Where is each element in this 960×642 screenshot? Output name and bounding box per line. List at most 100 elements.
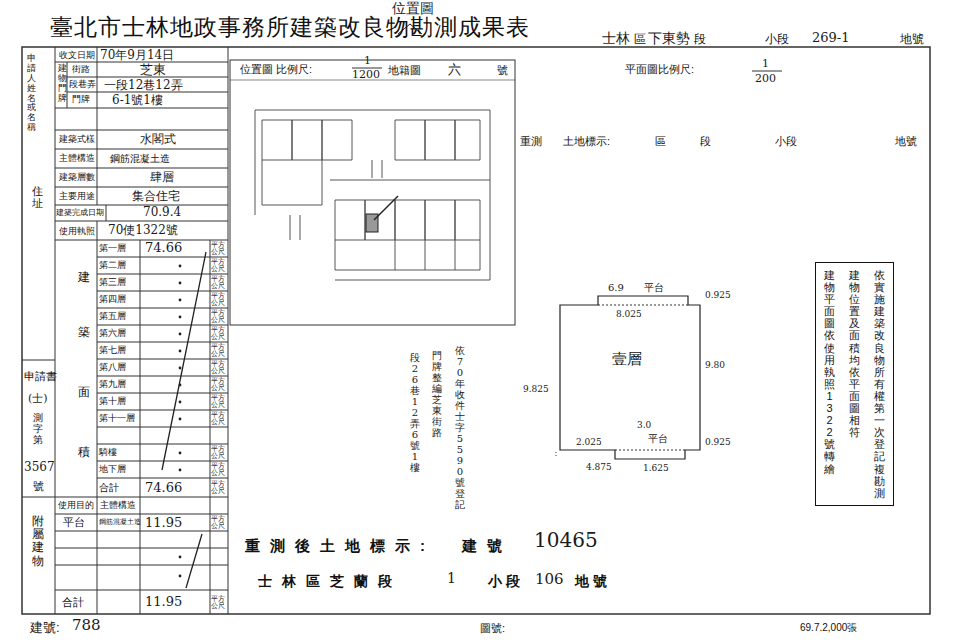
form-label: 段	[700, 135, 711, 148]
handwritten-entry: 3567	[24, 460, 55, 474]
unit-label: 平方公尺	[211, 480, 227, 495]
handwritten-entry: 74.66	[145, 240, 182, 256]
form-label: 積	[78, 445, 90, 459]
form-label: 騎樓	[99, 447, 117, 458]
resurvey-label: 士林區芝蘭段	[258, 573, 402, 590]
form-label: 平面圖比例尺:	[625, 63, 694, 76]
unit-label: 平方公尺	[211, 394, 227, 409]
form-label: 第七層	[99, 345, 126, 356]
resurvey-label: 地號	[575, 573, 611, 590]
form-label: 鋼筋混凝土造	[110, 153, 170, 165]
handwritten-entry: 1	[762, 57, 769, 70]
form-label: 主要用途	[59, 191, 95, 202]
form-label: 合計	[62, 596, 84, 609]
handwritten-entry: 70.9.4	[143, 205, 181, 219]
form-label: 重測	[520, 135, 542, 148]
form-label: 地籍圖	[388, 64, 421, 77]
form-label: 建築完成日期	[56, 208, 104, 218]
unit-label: 平方公尺	[211, 343, 227, 358]
vertical-label: 住址	[32, 185, 43, 209]
form-label: 號	[497, 64, 508, 77]
form-label: 申請書	[24, 370, 57, 383]
handwritten-entry: 一段12巷12弄	[104, 78, 183, 92]
form-label: 築	[78, 325, 90, 339]
form-label: 合計	[99, 482, 119, 494]
dimension-label: 1.625	[642, 463, 670, 474]
note-column: 建物平面圖依使用執照1322號轉繪	[824, 269, 835, 499]
form-label: 街路	[72, 64, 90, 75]
form-label: 位置圖	[240, 63, 273, 76]
form-label: 建	[78, 270, 90, 284]
form-label: 號	[33, 480, 44, 493]
resurvey-label: 小段	[488, 573, 524, 590]
form-label: 建築層數	[59, 172, 95, 183]
handwritten-entry: 六	[448, 62, 461, 78]
handwritten-entry: 1	[447, 570, 456, 587]
dimension-label: 8.025	[615, 309, 643, 320]
handwritten-entry: 70年9月14日	[100, 48, 174, 62]
dimension-label: 4.875	[585, 462, 613, 473]
unit-label: 平方公尺	[211, 377, 227, 392]
handwritten-entry: 269-1	[812, 30, 849, 46]
handwritten-entry: 10465	[534, 528, 598, 552]
unit-label: 平方公尺	[211, 275, 227, 290]
unit-label: 平方公尺	[211, 241, 227, 256]
handwritten-entry: 1	[364, 54, 371, 67]
handwritten-entry: 200	[755, 72, 776, 85]
form-label: 小段	[775, 135, 797, 148]
form-label: 第三層	[99, 277, 126, 288]
unit-label: 平方公尺	[211, 515, 227, 530]
dimension-label: 2.025	[575, 437, 603, 448]
form-label: 第六層	[99, 328, 126, 339]
form-label: 比例尺:	[276, 63, 312, 76]
unit-label: 平方公尺	[211, 258, 227, 273]
unit-label: 平方公尺	[211, 595, 227, 610]
vertical-label: 依70年收件士字5590號登記	[455, 345, 465, 510]
unit-label: 平方公尺	[211, 462, 227, 477]
form-label: 69.7.2,000張	[800, 622, 857, 634]
form-label: 使用執照	[59, 226, 95, 237]
note-column: 依實施建築改良物所有權第一次登記複勘測	[874, 269, 885, 499]
unit-label: 平方公尺	[211, 309, 227, 324]
handwritten-entry: 肆層	[150, 170, 174, 184]
handwritten-entry: 74.66	[145, 480, 182, 496]
dimension-label: 9.825	[522, 384, 550, 395]
form-label: 門牌	[72, 94, 90, 105]
handwritten-entry: (士)	[28, 392, 48, 405]
form-label: 區	[634, 32, 646, 46]
handwritten-entry: 70使1322號	[108, 223, 178, 237]
handwritten-entry: 11.95	[145, 515, 182, 531]
form-label: 地下層	[99, 464, 126, 475]
form-label: 段	[694, 32, 706, 46]
unit-label: 平方公尺	[211, 292, 227, 307]
handwritten-entry: 11.95	[145, 594, 182, 610]
form-label: 收文日期	[59, 50, 95, 61]
vertical-label: 測字第	[33, 412, 43, 445]
form-label: 平台	[63, 516, 85, 529]
form-label: 面	[78, 385, 90, 399]
dimension-label: 9.80	[704, 360, 726, 371]
dimension-label: 3.0	[636, 420, 652, 431]
form-label: 第一層	[99, 243, 126, 254]
handwritten-entry: 集合住宅	[132, 189, 180, 203]
form-label: 建築式樣	[59, 134, 95, 145]
handwritten-entry: 士林	[602, 30, 630, 47]
form-label: 壹層	[612, 350, 642, 368]
resurvey-label: 重測後土地標示:	[245, 537, 435, 555]
form-label: 第十一層	[99, 413, 135, 424]
vertical-label: 建物門牌	[58, 64, 67, 104]
form-label: 小段	[765, 32, 789, 46]
handwritten-entry: 位置圖	[392, 0, 434, 17]
note-column: 建物位置及面積均依平面圖相符	[849, 269, 860, 499]
handwritten-entry: 106	[535, 570, 564, 588]
form-label: 段巷弄	[69, 79, 96, 90]
form-label: 土地標示:	[563, 135, 610, 148]
vertical-label: 段26巷12弄6號1樓	[410, 352, 420, 473]
dimension-label: 0.925	[704, 290, 732, 301]
unit-label: 平方公尺	[211, 326, 227, 341]
form-label: 第二層	[99, 260, 126, 271]
form-label: 地號	[900, 32, 924, 46]
form-label: 第九層	[99, 379, 126, 390]
vertical-label: 門牌整編芝東街路	[432, 350, 442, 438]
